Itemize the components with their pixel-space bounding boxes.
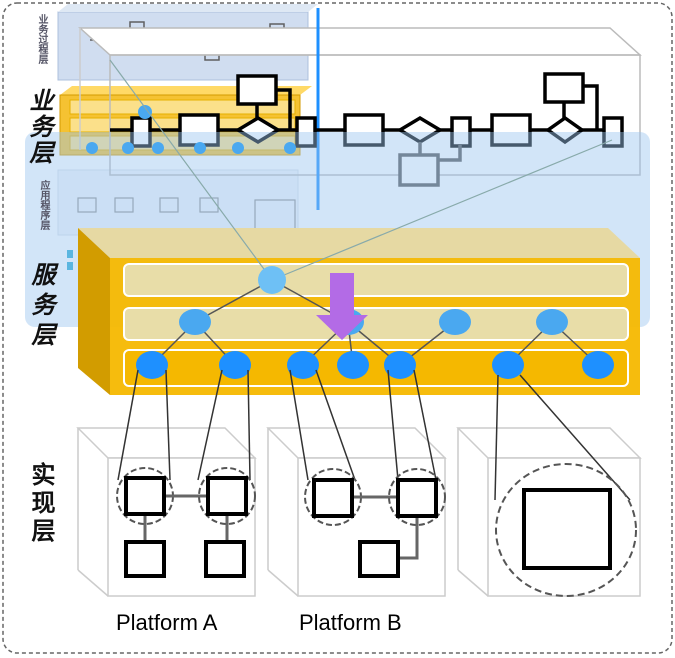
marker bbox=[67, 262, 73, 270]
marker bbox=[67, 250, 73, 258]
platform-a-label: Platform A bbox=[116, 610, 218, 635]
platform-c-components bbox=[495, 463, 637, 597]
business-process-flow bbox=[110, 72, 624, 148]
down-arrow-icon bbox=[316, 273, 368, 340]
application-layer-small bbox=[57, 169, 299, 236]
business-layer-label: 业务层 bbox=[25, 88, 53, 166]
implementation-layer-label: 实现层 bbox=[27, 462, 55, 546]
platform-a-components bbox=[116, 467, 256, 578]
platform-b-components bbox=[304, 468, 446, 578]
platform-b-label: Platform B bbox=[299, 610, 402, 635]
mapping-lines bbox=[109, 59, 613, 281]
business-process-small-label: 业务过程层 bbox=[36, 14, 47, 64]
application-small-label: 应用程序层 bbox=[38, 180, 49, 230]
overlay-nodes bbox=[86, 105, 296, 154]
business-layer-box bbox=[78, 27, 642, 176]
implementation-links bbox=[117, 369, 631, 501]
business-process-gray bbox=[398, 142, 462, 187]
service-layer-label: 服务层 bbox=[27, 262, 55, 352]
